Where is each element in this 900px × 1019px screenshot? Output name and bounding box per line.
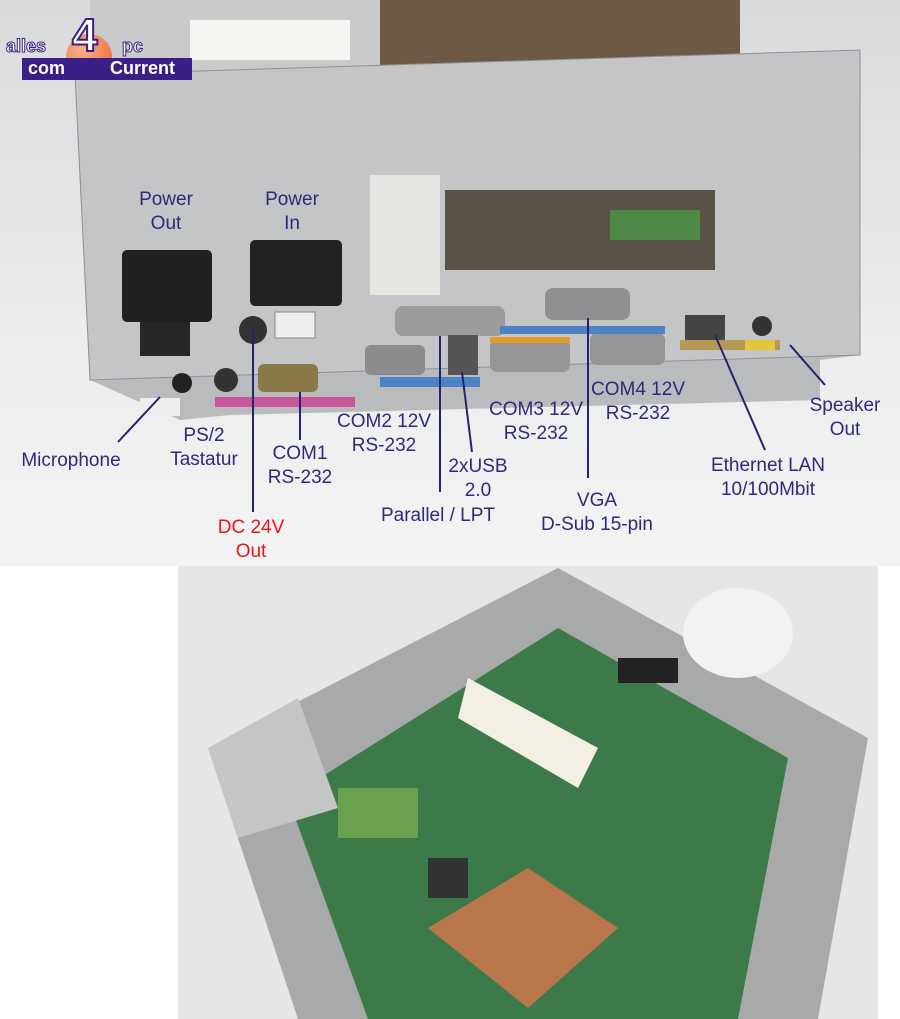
- logo-alles: alles: [5, 36, 47, 57]
- leader-lines: [117, 318, 826, 512]
- logo-com: com: [28, 58, 66, 78]
- leader-ethernet: [714, 334, 766, 451]
- logo-pc: pc: [121, 36, 144, 57]
- interior-illustration: [178, 566, 878, 1019]
- leader-usb: [461, 371, 473, 453]
- leader-microphone: [117, 396, 161, 443]
- brand-logo: alles 4 pc com Current: [5, 8, 192, 80]
- leader-speaker: [789, 344, 826, 386]
- label-parallel: Parallel / LPT: [380, 505, 496, 526]
- rear-panel-illustration: [74, 0, 861, 512]
- logo-current: Current: [110, 58, 176, 78]
- interior-photo: [178, 566, 878, 1019]
- logo-number: 4: [71, 8, 99, 62]
- label-microphone: Microphone: [21, 450, 121, 471]
